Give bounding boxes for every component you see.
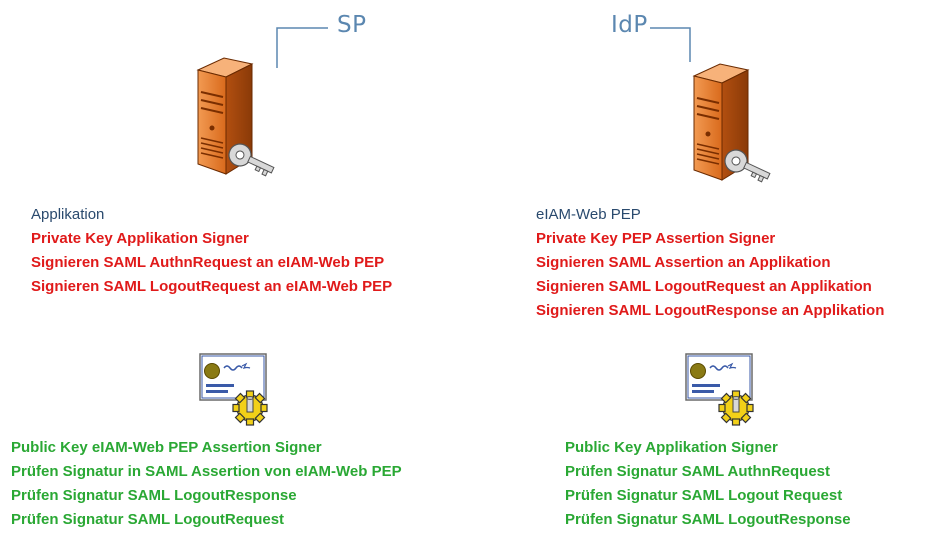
idp-server-with-key-icon	[692, 63, 771, 183]
idp-public-line: Prüfen Signatur SAML LogoutResponse	[565, 511, 851, 528]
idp-public-block: Public Key Applikation Signer Prüfen Sig…	[565, 436, 851, 532]
idp-title: eIAM-Web PEP	[536, 206, 641, 223]
sp-private-line: Signieren SAML AuthnRequest an eIAM-Web …	[31, 254, 385, 271]
idp-connector-line	[650, 27, 691, 62]
idp-private-line: Signieren SAML Assertion an Applikation	[536, 254, 831, 271]
sp-private-line: Signieren SAML LogoutRequest an eIAM-Web…	[31, 278, 393, 295]
sp-public-line: Prüfen Signatur SAML LogoutResponse	[11, 487, 297, 504]
idp-private-line: Private Key PEP Assertion Signer	[536, 230, 776, 247]
idp-public-line: Prüfen Signatur SAML AuthnRequest	[565, 463, 831, 480]
sp-server-with-key-icon	[196, 57, 275, 177]
idp-public-line: Public Key Applikation Signer	[565, 439, 778, 456]
sp-title: Applikation	[31, 206, 105, 223]
idp-certificate-with-gear-icon	[685, 353, 754, 426]
idp-private-block: eIAM-Web PEP Private Key PEP Assertion S…	[536, 203, 884, 323]
idp-private-line: Signieren SAML LogoutResponse an Applika…	[536, 302, 885, 319]
idp-role-label: IdP	[611, 12, 648, 38]
idp-public-line: Prüfen Signatur SAML Logout Request	[565, 487, 843, 504]
sp-public-line: Prüfen Signatur SAML LogoutRequest	[11, 511, 285, 528]
idp-private-line: Signieren SAML LogoutRequest an Applikat…	[536, 278, 872, 295]
sp-public-block: Public Key eIAM-Web PEP Assertion Signer…	[11, 436, 402, 532]
sp-connector-line	[276, 27, 328, 68]
sp-public-line: Public Key eIAM-Web PEP Assertion Signer	[11, 439, 322, 456]
sp-private-block: Applikation Private Key Applikation Sign…	[31, 203, 392, 299]
sp-public-line: Prüfen Signatur in SAML Assertion von eI…	[11, 463, 402, 480]
sp-certificate-with-gear-icon	[199, 353, 268, 426]
sp-role-label: SP	[337, 12, 367, 38]
sp-private-line: Private Key Applikation Signer	[31, 230, 249, 247]
